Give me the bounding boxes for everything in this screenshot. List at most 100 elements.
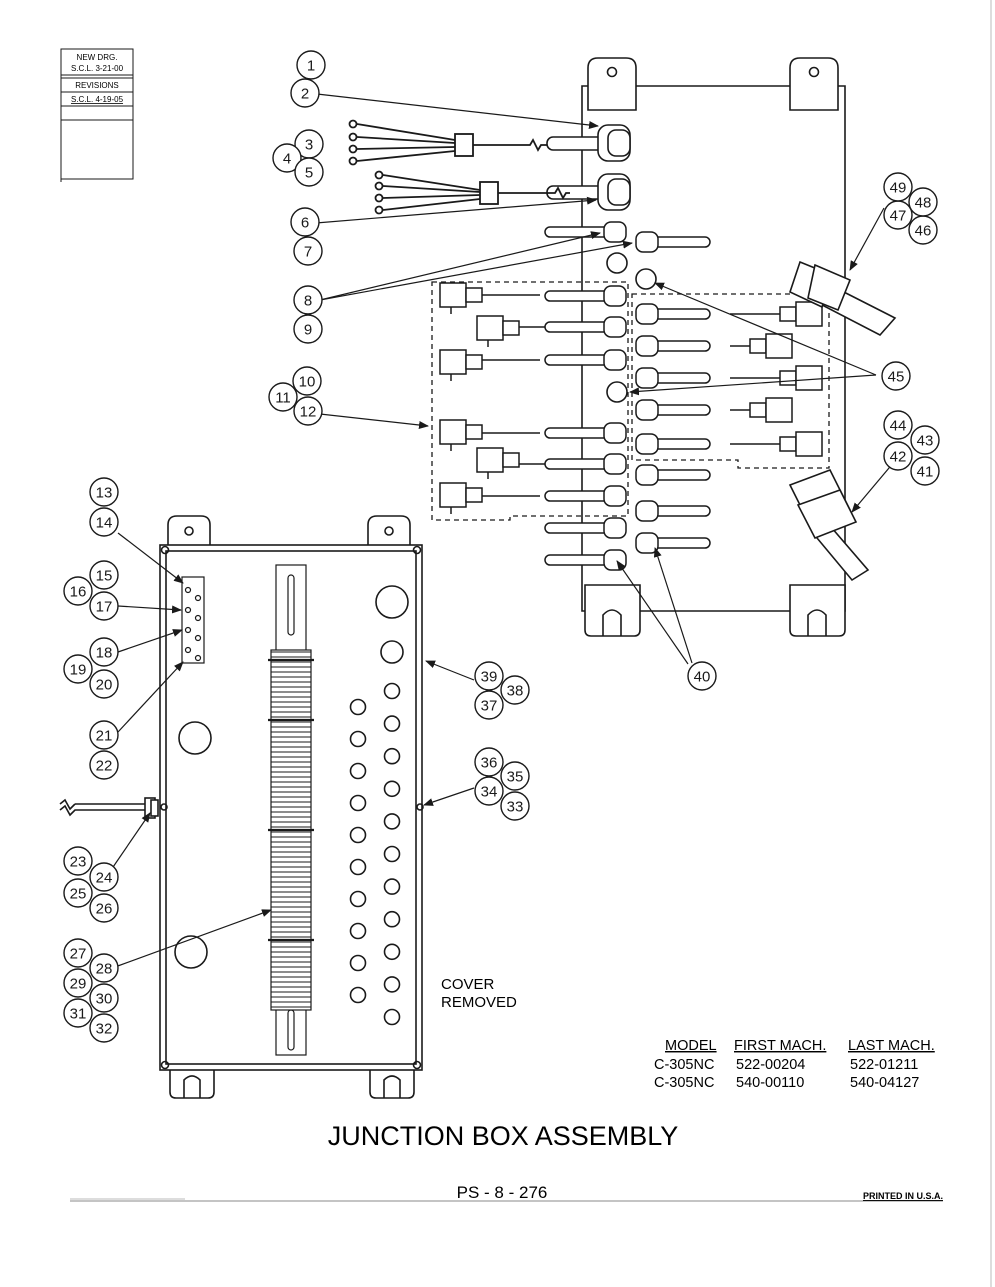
- svg-text:42: 42: [890, 449, 907, 466]
- model-header-first: FIRST MACH.: [734, 1038, 826, 1054]
- callout-38: 38: [500, 675, 530, 705]
- model-row-2-first: 540-00110: [736, 1075, 804, 1091]
- svg-text:28: 28: [96, 961, 113, 978]
- callout-36: 36: [474, 747, 504, 777]
- svg-text:31: 31: [70, 1006, 87, 1023]
- svg-text:23: 23: [70, 854, 87, 871]
- conduit-fitting-upper: [789, 260, 897, 336]
- callout-25: 25: [63, 878, 93, 908]
- callout-32: 32: [89, 1013, 119, 1043]
- knockout-grid: [349, 682, 401, 1026]
- svg-text:33: 33: [507, 799, 524, 816]
- svg-text:47: 47: [890, 208, 907, 225]
- callout-9: 9: [293, 314, 323, 344]
- ground-terminal-block: [181, 576, 205, 664]
- svg-text:38: 38: [507, 683, 524, 700]
- svg-text:21: 21: [96, 728, 113, 745]
- model-row-2-last: 540-04127: [850, 1075, 919, 1091]
- model-header-model: MODEL: [665, 1038, 717, 1054]
- svg-text:6: 6: [301, 215, 309, 232]
- callout-19: 19: [63, 654, 93, 684]
- wire-leads: [348, 119, 570, 215]
- svg-text:22: 22: [96, 758, 113, 775]
- svg-text:19: 19: [70, 662, 87, 679]
- callout-24: 24: [89, 862, 119, 892]
- callout-14: 14: [89, 507, 119, 537]
- svg-text:25: 25: [70, 886, 87, 903]
- svg-text:41: 41: [917, 464, 934, 481]
- svg-text:15: 15: [96, 568, 113, 585]
- connector-column-left: [544, 221, 627, 571]
- callout-28: 28: [89, 953, 119, 983]
- callout-40: 40: [687, 661, 717, 691]
- model-row-2-model: C-305NC: [654, 1075, 714, 1091]
- callout-47: 47: [883, 200, 913, 230]
- callout-30: 30: [89, 983, 119, 1013]
- callout-18: 18: [89, 637, 119, 667]
- svg-text:49: 49: [890, 180, 907, 197]
- model-row-1-model: C-305NC: [654, 1057, 714, 1073]
- svg-text:8: 8: [304, 293, 312, 310]
- svg-text:18: 18: [96, 645, 113, 662]
- svg-text:27: 27: [70, 946, 87, 963]
- callout-4: 4: [272, 143, 302, 173]
- connector-column-right: [635, 231, 711, 554]
- callout-26: 26: [89, 893, 119, 923]
- side-cable: [59, 797, 159, 819]
- exterior-box-view: [581, 57, 846, 637]
- drawing-title: JUNCTION BOX ASSEMBLY: [328, 1121, 679, 1151]
- model-header-last: LAST MACH.: [848, 1038, 935, 1054]
- callout-20: 20: [89, 669, 119, 699]
- svg-text:20: 20: [96, 677, 113, 694]
- svg-text:43: 43: [917, 433, 934, 450]
- revision-block: [60, 48, 134, 182]
- svg-text:14: 14: [96, 515, 113, 532]
- sensor-plugs-right: [730, 301, 823, 457]
- model-row-1-last: 522-01211: [850, 1057, 918, 1073]
- svg-text:24: 24: [96, 870, 113, 887]
- svg-text:39: 39: [481, 669, 498, 686]
- model-table: MODEL FIRST MACH. LAST MACH. C-305NC 522…: [654, 1038, 935, 1091]
- sensor-plugs-left: [439, 282, 545, 514]
- callout-balloons: 1234567891011121314151617181920212223242…: [63, 50, 940, 1043]
- rev-new-drg-label: NEW DRG.: [77, 53, 118, 62]
- interior-box-view: [159, 515, 424, 1099]
- callout-8: 8: [293, 285, 323, 315]
- cover-note-line1: COVER: [441, 976, 495, 993]
- callout-46: 46: [908, 215, 938, 245]
- callout-37: 37: [474, 690, 504, 720]
- callout-42: 42: [883, 441, 913, 471]
- svg-text:7: 7: [304, 244, 312, 261]
- callout-22: 22: [89, 750, 119, 780]
- callout-35: 35: [500, 761, 530, 791]
- svg-text:40: 40: [694, 669, 711, 686]
- callout-27: 27: [63, 938, 93, 968]
- callout-29: 29: [63, 968, 93, 998]
- svg-text:17: 17: [96, 599, 113, 616]
- rev-new-drg-value: S.C.L. 3-21-00: [71, 64, 124, 73]
- callout-15: 15: [89, 560, 119, 590]
- callout-48: 48: [908, 187, 938, 217]
- svg-text:26: 26: [96, 901, 113, 918]
- callout-39: 39: [474, 661, 504, 691]
- svg-text:2: 2: [301, 86, 309, 103]
- callout-49: 49: [883, 172, 913, 202]
- callout-33: 33: [500, 791, 530, 821]
- svg-text:32: 32: [96, 1021, 113, 1038]
- callout-41: 41: [910, 456, 940, 486]
- svg-text:16: 16: [70, 584, 87, 601]
- svg-text:34: 34: [481, 784, 498, 801]
- svg-text:11: 11: [275, 390, 291, 407]
- callout-21: 21: [89, 720, 119, 750]
- cover-note-line2: REMOVED: [441, 994, 517, 1011]
- callout-44: 44: [883, 410, 913, 440]
- callout-6: 6: [290, 207, 320, 237]
- svg-text:12: 12: [300, 404, 317, 421]
- callout-31: 31: [63, 998, 93, 1028]
- conduit-fitting-lower: [788, 468, 870, 582]
- callout-12: 12: [293, 396, 323, 426]
- dashed-group-outline: [431, 281, 830, 521]
- callout-16: 16: [63, 576, 93, 606]
- svg-text:36: 36: [481, 755, 498, 772]
- svg-text:48: 48: [915, 195, 932, 212]
